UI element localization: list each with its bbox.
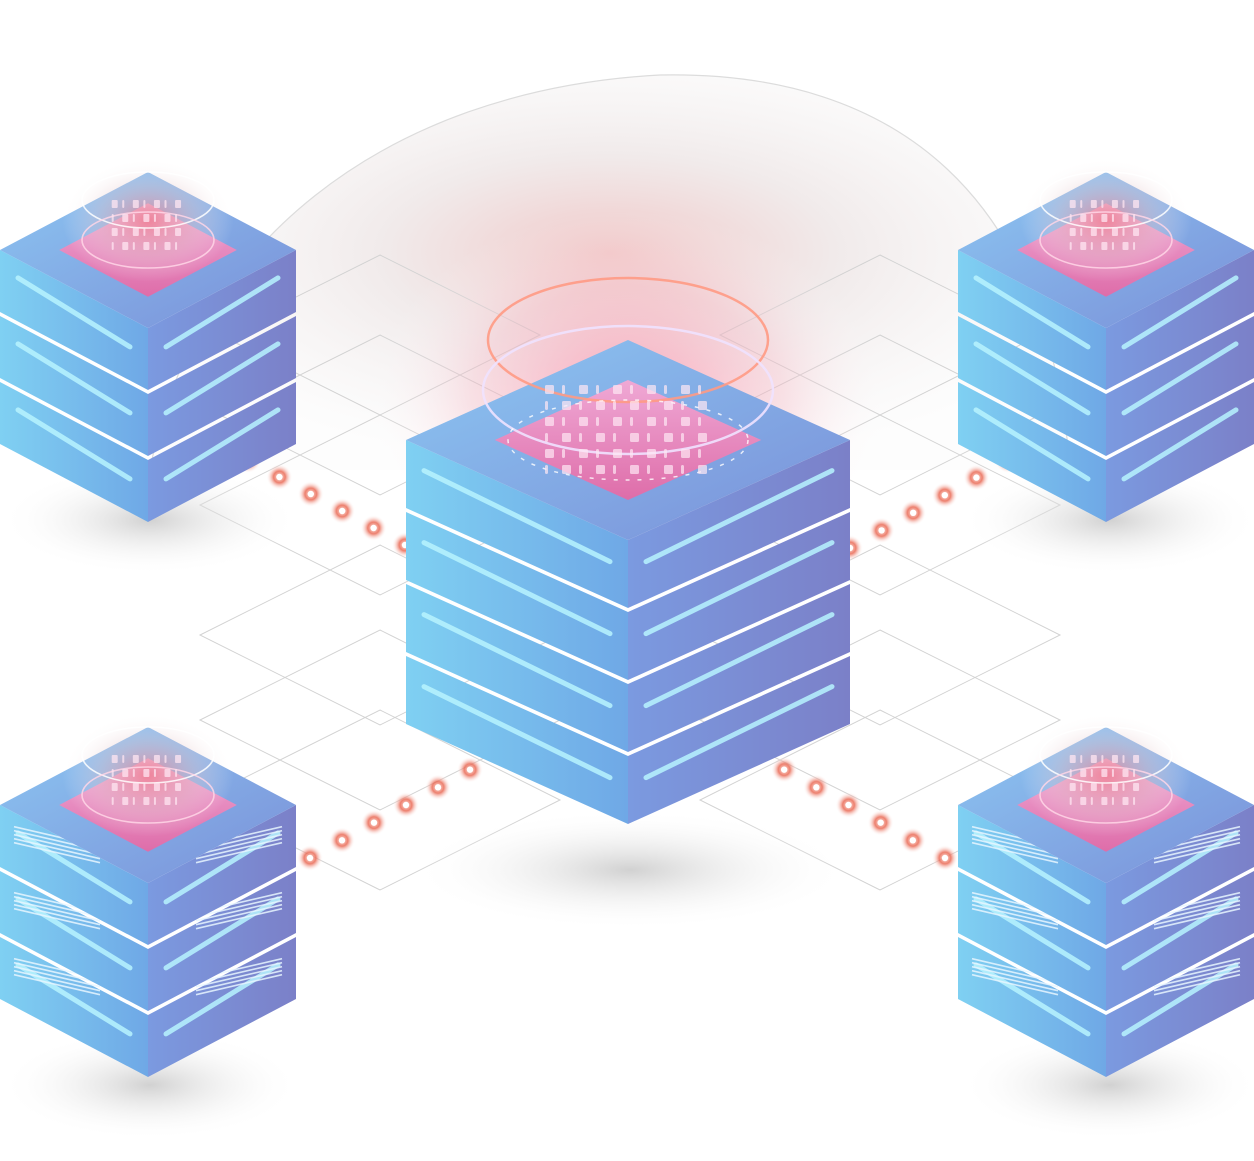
server-node-top-right [958, 158, 1254, 522]
rack-vent-icon [13, 825, 283, 864]
server-layer [958, 805, 1254, 945]
server-layer [0, 937, 296, 1077]
server-node-bottom-left [0, 713, 296, 1077]
rack-vent-icon [13, 957, 283, 996]
slot-light [973, 407, 1091, 482]
server-layer [406, 656, 850, 824]
binary-hologram-icon [111, 200, 182, 250]
hologram-rings [481, 276, 775, 481]
server-layer [0, 871, 296, 1011]
slot-light [163, 341, 281, 416]
server-layer [0, 250, 296, 390]
connector-dot-core [845, 801, 852, 809]
server-layer [0, 805, 296, 945]
connector-dot-core [276, 473, 283, 481]
server-layer [406, 584, 850, 752]
database-server-icon [406, 340, 850, 824]
slot-light [643, 612, 835, 709]
connector-dot-core [909, 837, 917, 844]
slot-light [15, 275, 133, 350]
connector-dot-core [338, 837, 346, 844]
server-layer [958, 316, 1254, 456]
binary-hologram-icon [545, 385, 707, 474]
slot-light [163, 275, 281, 350]
node-hologram [62, 158, 234, 282]
slot-light [421, 612, 613, 709]
connector-dot-core [402, 801, 410, 809]
server-layer [958, 382, 1254, 522]
connector-dot-core [466, 766, 474, 773]
slot-light [421, 540, 613, 637]
node-hologram [62, 713, 234, 837]
connector-dot-core [780, 766, 788, 773]
connector-dot-core [813, 784, 820, 791]
connector-dot-core [941, 492, 948, 499]
slot-light [643, 468, 835, 565]
slot-light [1121, 275, 1239, 350]
connector-dot-core [877, 819, 884, 826]
connector-dot-core [910, 509, 917, 516]
central-server [368, 210, 888, 824]
slot-light [421, 684, 613, 781]
connector-dot-core [307, 490, 314, 498]
node-hologram [1020, 158, 1192, 282]
server-layer [0, 382, 296, 522]
server-layer [406, 512, 850, 680]
connector-dot-core [370, 524, 377, 532]
rack-vent-icon [971, 957, 1241, 996]
slot-light [1121, 341, 1239, 416]
server-layer [958, 250, 1254, 390]
connector-dot-core [434, 784, 442, 791]
slot-light [15, 407, 133, 482]
server-node-bottom-right [958, 713, 1254, 1077]
slot-light [163, 407, 281, 482]
binary-hologram-icon [111, 755, 182, 805]
slot-light [643, 684, 835, 781]
connector-dot-core [370, 819, 378, 826]
connector-dot-core [339, 507, 346, 515]
slot-light [973, 341, 1091, 416]
slot-light [1121, 407, 1239, 482]
slot-light [421, 468, 613, 565]
connector-dot-core [973, 474, 980, 481]
hologram-screen [494, 380, 762, 500]
server-layer [958, 871, 1254, 1011]
node-hologram [1020, 713, 1192, 837]
binary-hologram-icon [1069, 755, 1140, 805]
slot-light [15, 341, 133, 416]
server-layer [958, 937, 1254, 1077]
server-layer [0, 316, 296, 456]
slot-light [973, 275, 1091, 350]
binary-hologram-icon [1069, 200, 1140, 250]
slot-light [643, 540, 835, 637]
server-node-top-left [0, 158, 296, 522]
server-layer [406, 440, 850, 608]
connector-dot-core [878, 527, 885, 534]
connector-dot-core [941, 854, 949, 862]
connector-dot-core [306, 854, 314, 862]
